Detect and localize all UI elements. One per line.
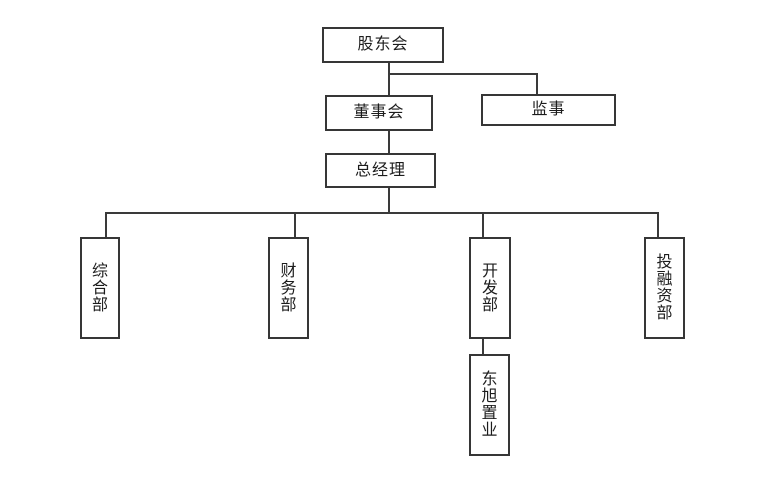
node-supervisor: 监事 <box>481 94 616 126</box>
connector-shareholders-board <box>388 62 390 96</box>
connector-drop-general-dept <box>105 212 107 239</box>
connector-general-manager-down <box>388 186 390 214</box>
node-general-dept-label: 综合部 <box>91 262 108 314</box>
node-board-of-directors: 董事会 <box>325 95 433 131</box>
node-board-of-directors-label: 董事会 <box>353 104 405 121</box>
node-development-dept: 开发部 <box>469 237 511 339</box>
connector-drop-finance-dept <box>294 212 296 239</box>
connector-supervisor-drop <box>536 73 538 96</box>
node-general-manager-label: 总经理 <box>354 161 406 179</box>
connector-supervisor-branch <box>388 73 538 75</box>
node-shareholders-meeting: 股东会 <box>322 27 444 63</box>
connector-board-general-manager <box>388 130 390 155</box>
node-investment-financing-dept-label: 投融资部 <box>656 254 673 322</box>
node-investment-financing-dept: 投融资部 <box>644 237 685 339</box>
node-dongxu-real-estate: 东旭置业 <box>469 354 510 456</box>
connector-drop-development-dept <box>482 212 484 239</box>
node-general-manager: 总经理 <box>325 153 436 188</box>
node-dongxu-real-estate-label: 东旭置业 <box>481 371 498 439</box>
node-shareholders-meeting-label: 股东会 <box>357 36 409 53</box>
node-general-dept: 综合部 <box>80 237 120 339</box>
connector-drop-investment-dept <box>657 212 659 239</box>
node-development-dept-label: 开发部 <box>481 262 498 314</box>
connector-departments-bus <box>105 212 659 214</box>
node-finance-dept-label: 财务部 <box>280 262 297 314</box>
node-supervisor-label: 监事 <box>531 101 566 118</box>
connector-development-dongxu <box>482 337 484 356</box>
node-finance-dept: 财务部 <box>268 237 309 339</box>
